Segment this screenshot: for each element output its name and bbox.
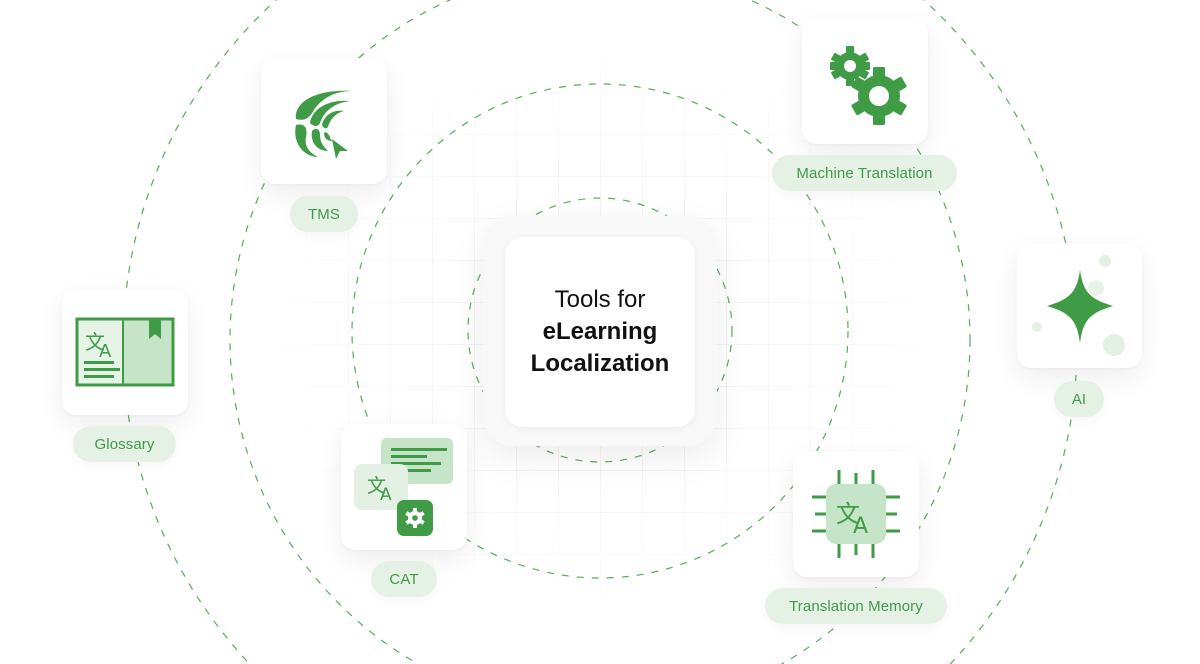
svg-text:A: A <box>853 514 868 539</box>
tool-label-machine-translation[interactable]: Machine Translation <box>772 155 957 191</box>
gears-icon <box>830 46 907 125</box>
tool-card-tms[interactable] <box>261 58 387 184</box>
orbit-ring-2 <box>351 83 849 579</box>
orbit-ring-3 <box>229 0 971 664</box>
center-title-card: Tools for eLearning Localization <box>505 237 695 427</box>
tool-label-ai[interactable]: AI <box>1054 381 1104 417</box>
glossary-book-icon: 文 A <box>75 317 175 387</box>
svg-text:文: 文 <box>836 500 860 528</box>
svg-text:文: 文 <box>367 475 386 497</box>
tool-card-glossary[interactable]: 文 A <box>62 289 188 415</box>
translation-chip-icon: 文 A <box>812 470 900 558</box>
tool-label-translation-memory[interactable]: Translation Memory <box>765 588 947 624</box>
tool-card-machine-translation[interactable] <box>802 18 928 144</box>
svg-text:文: 文 <box>85 330 105 354</box>
center-title-line2: eLearning <box>542 318 658 345</box>
tms-logo-icon <box>295 90 352 159</box>
tool-card-translation-memory[interactable]: 文 A <box>793 451 919 577</box>
orbit-ring-1 <box>467 197 733 463</box>
tool-label-glossary[interactable]: Glossary <box>73 426 176 462</box>
center-title-line3: Localization <box>530 350 670 377</box>
svg-text:A: A <box>380 485 392 505</box>
tool-label-cat[interactable]: CAT <box>371 561 437 597</box>
sparkle-icon <box>1032 255 1125 356</box>
tool-card-ai[interactable] <box>1017 243 1142 368</box>
svg-text:A: A <box>99 341 112 362</box>
center-title-line1: Tools for <box>554 286 646 313</box>
cat-translate-icon: 文 A <box>354 438 453 536</box>
tool-label-tms[interactable]: TMS <box>290 196 358 232</box>
tool-card-cat[interactable]: 文 A <box>341 424 467 550</box>
